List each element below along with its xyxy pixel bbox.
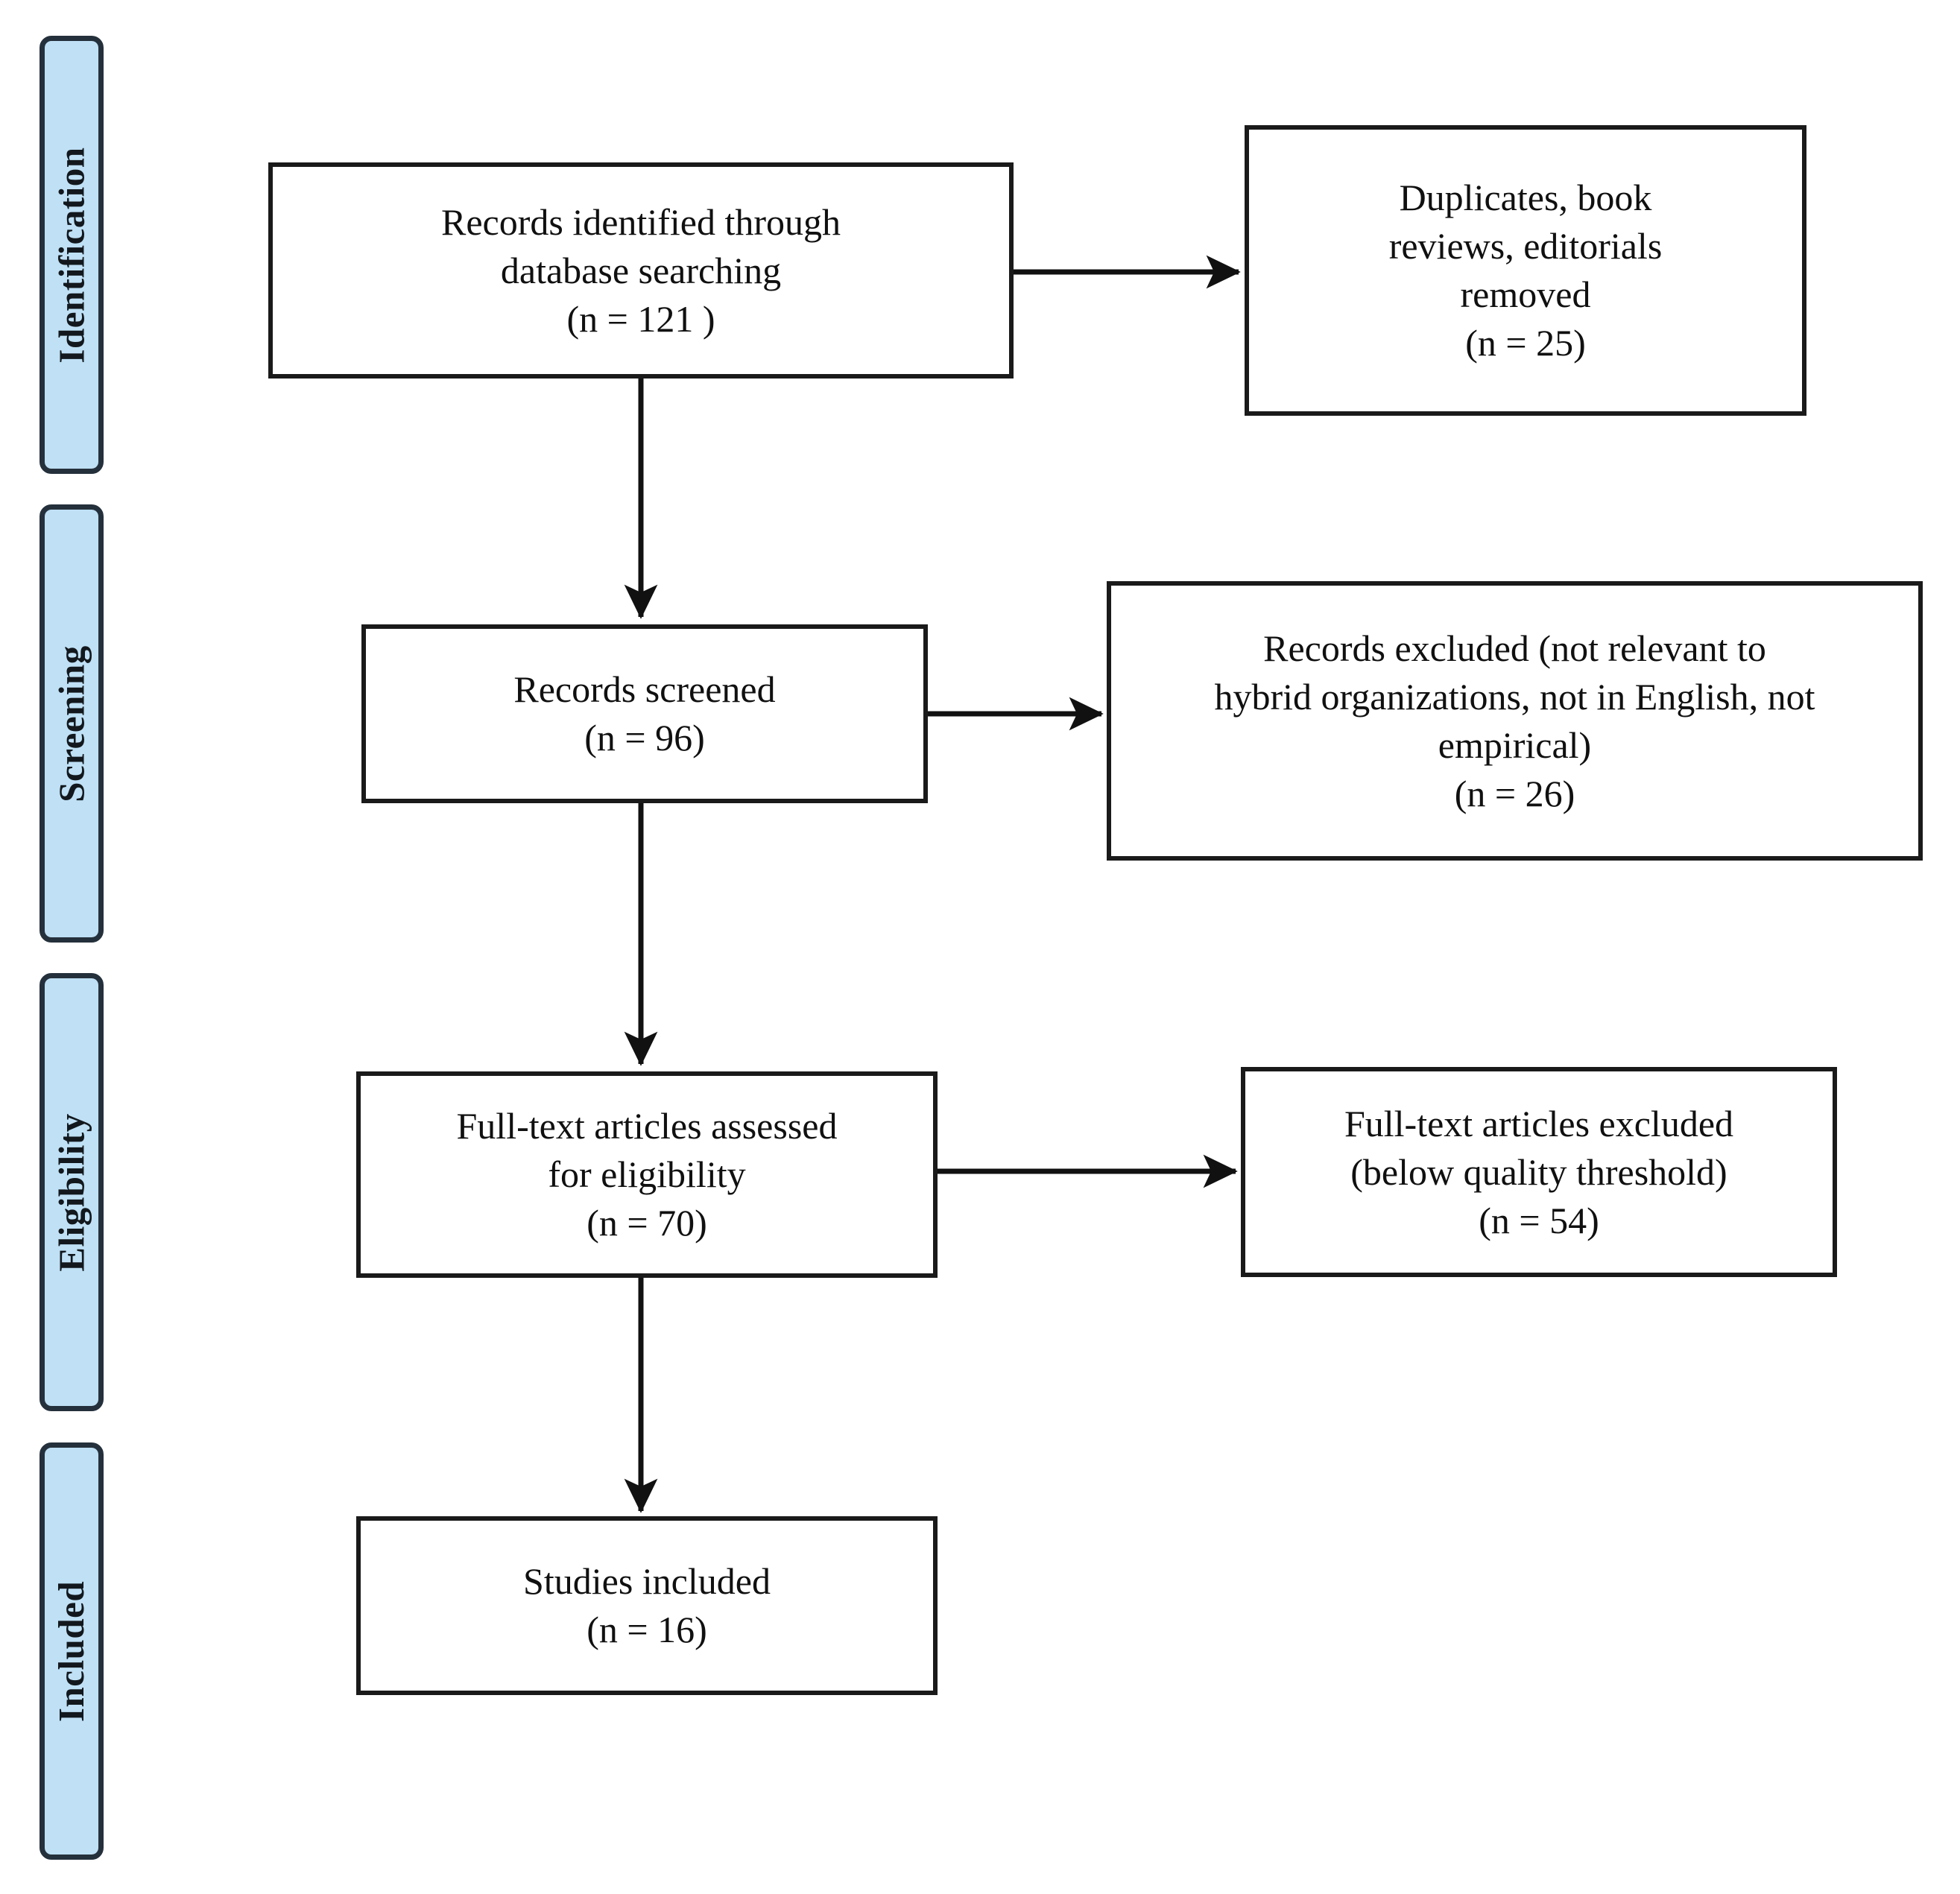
stage-label-included: Included [51, 1580, 92, 1722]
box-records-identified: Records identified through database sear… [268, 162, 1014, 379]
stage-bar-included: Included [39, 1442, 104, 1860]
box-duplicates-removed-text: Duplicates, book reviews, editorials rem… [1388, 177, 1663, 364]
box-fulltext-assessed-text: Full-text articles assessed for eligibil… [456, 1105, 838, 1244]
box-studies-included: Studies included (n = 16) [356, 1516, 938, 1695]
box-records-excluded-text: Records excluded (not relevant to hybrid… [1214, 627, 1815, 814]
box-duplicates-removed: Duplicates, book reviews, editorials rem… [1245, 125, 1806, 416]
box-records-excluded: Records excluded (not relevant to hybrid… [1107, 581, 1923, 861]
stage-label-identification: Identification [51, 146, 92, 364]
stage-label-screening: Screening [51, 644, 92, 802]
stage-bar-screening: Screening [39, 504, 104, 943]
box-fulltext-excluded-text: Full-text articles excluded (below quali… [1344, 1102, 1734, 1241]
box-records-screened-text: Records screened (n = 96) [513, 668, 776, 758]
box-records-screened: Records screened (n = 96) [361, 624, 928, 803]
box-fulltext-assessed: Full-text articles assessed for eligibil… [356, 1071, 938, 1278]
box-studies-included-text: Studies included (n = 16) [523, 1560, 771, 1650]
stage-bar-eligibility: Eligibility [39, 973, 104, 1411]
box-records-identified-text: Records identified through database sear… [441, 200, 841, 340]
box-fulltext-excluded: Full-text articles excluded (below quali… [1241, 1067, 1837, 1277]
stage-label-eligibility: Eligibility [51, 1112, 92, 1272]
stage-bar-identification: Identification [39, 36, 104, 474]
